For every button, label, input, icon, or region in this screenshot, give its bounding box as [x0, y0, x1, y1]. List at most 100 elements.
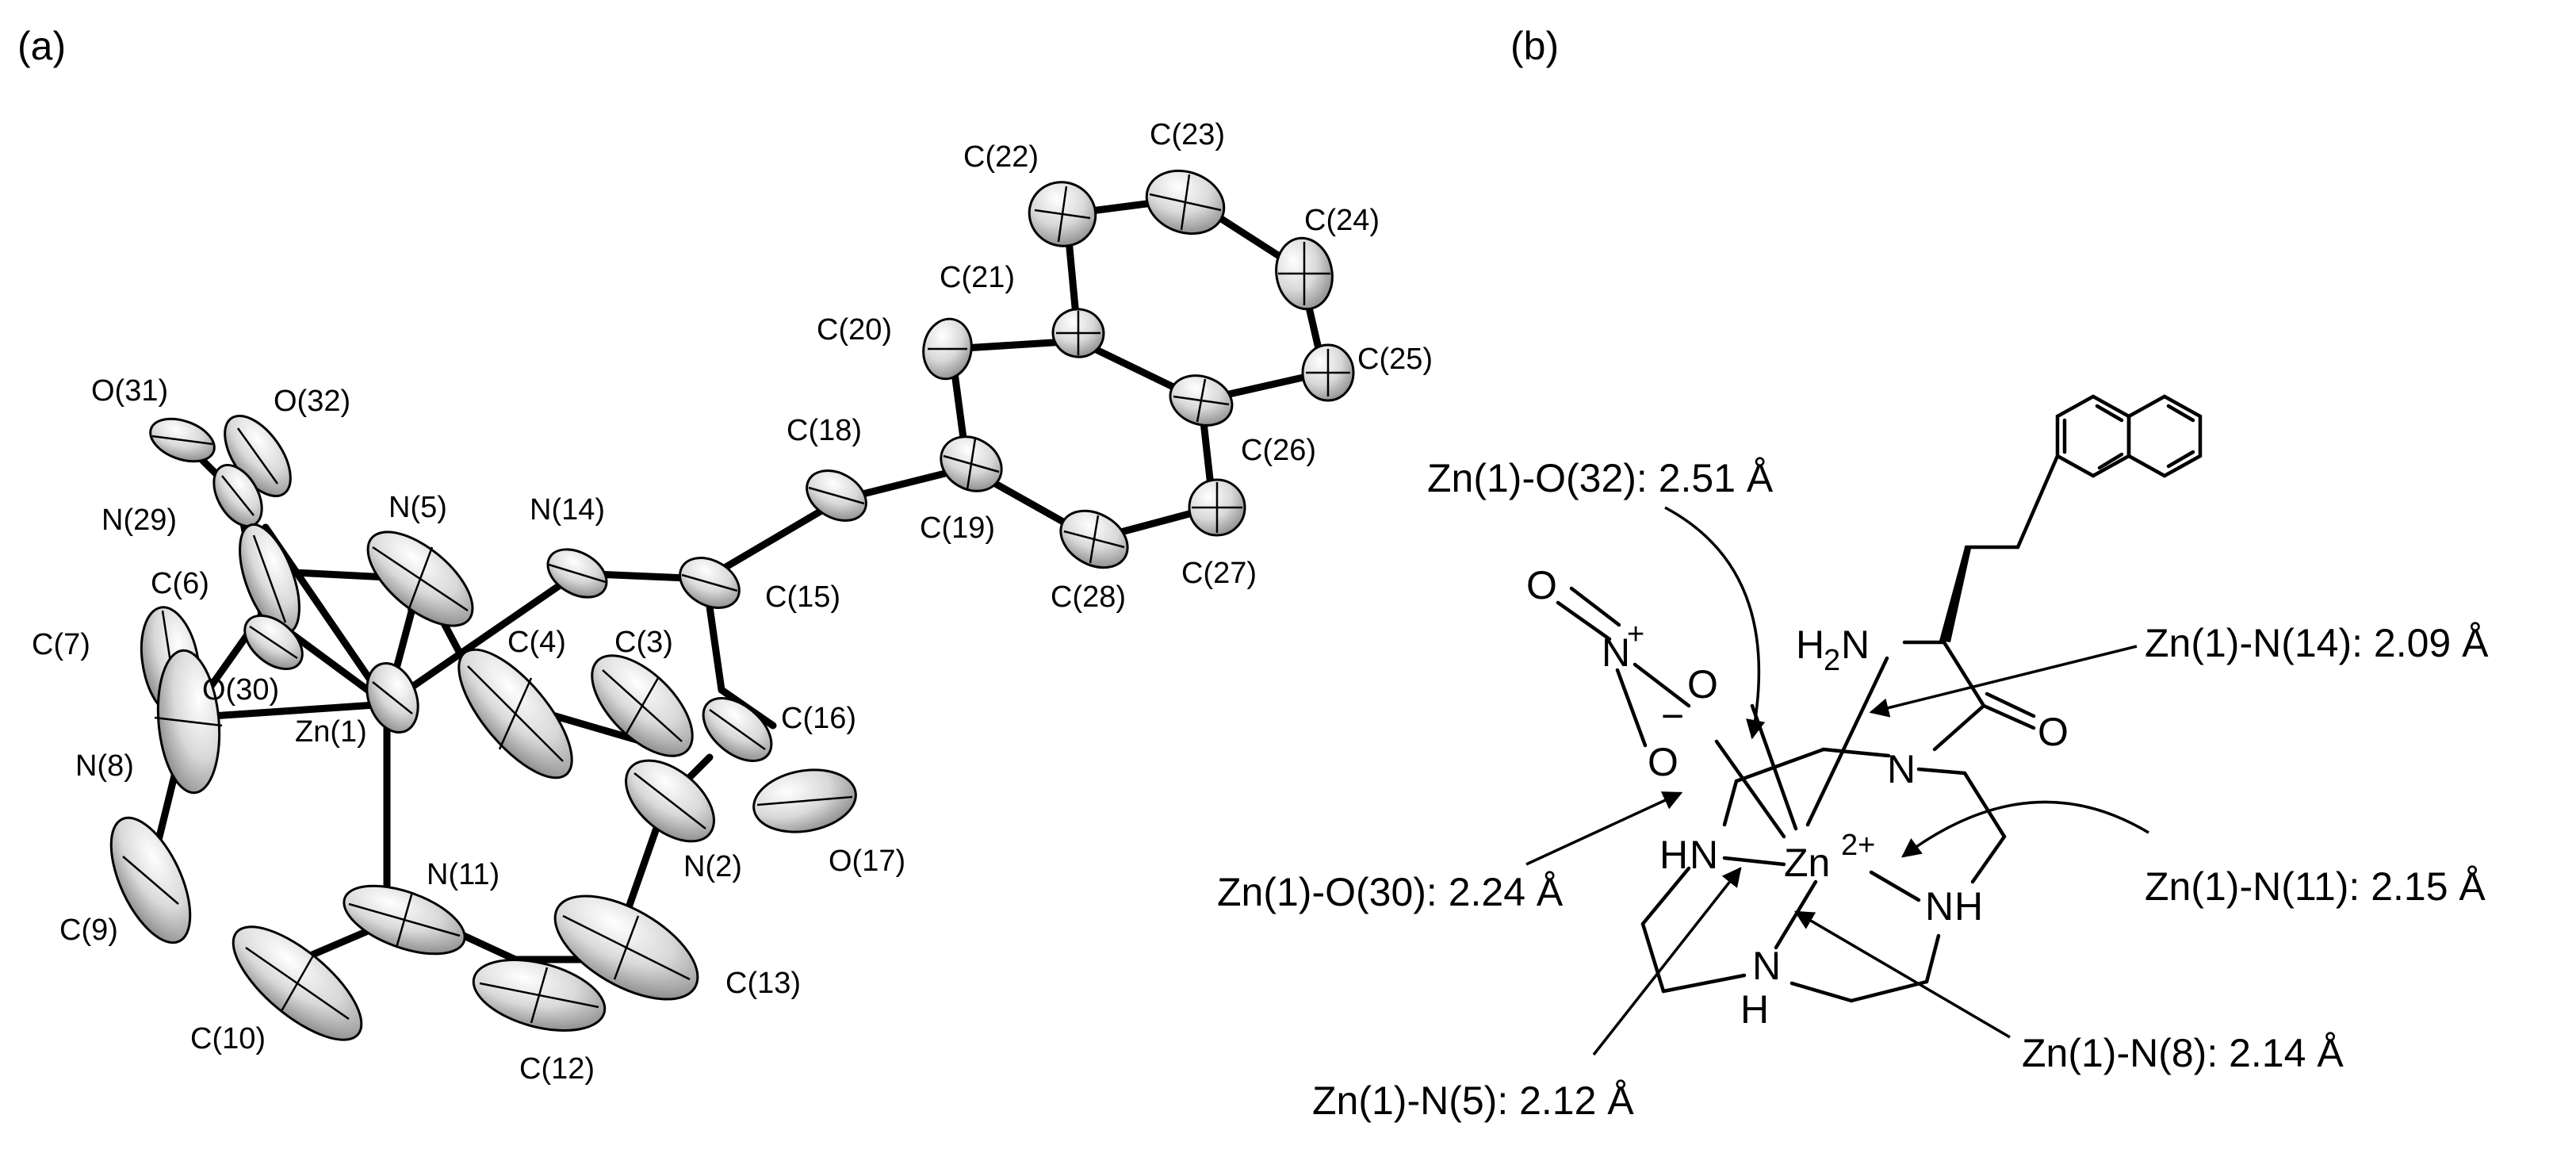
atom-label-C26: C(26)	[1241, 434, 1316, 467]
amine-h: H	[1796, 622, 1824, 667]
atom-label-C10: C(10)	[190, 1022, 266, 1055]
atom-label-C19: C(19)	[920, 511, 995, 545]
atom-label-C23: C(23)	[1150, 118, 1225, 151]
distance-label-n5: Zn(1)-N(5): 2.12 Å	[1312, 1078, 1634, 1123]
atom-label-C28: C(28)	[1051, 580, 1126, 614]
atom-C10-ellipsoid	[232, 925, 363, 1041]
atom-label-C6: C(6)	[151, 567, 209, 600]
atom-C25-ellipsoid	[1301, 343, 1355, 402]
atom-Zn1-ellipsoid	[366, 661, 419, 734]
nitrate-o-top: O	[1526, 563, 1557, 607]
amine-n: N	[1841, 622, 1870, 667]
atom-O31-ellipsoid	[149, 417, 216, 463]
atom-label-O32: O(32)	[274, 385, 350, 418]
atom-N2-ellipsoid	[625, 759, 715, 843]
atom-label-C9: C(9)	[59, 914, 118, 947]
atom-label-N8: N(8)	[75, 749, 134, 783]
zn-coordination-bonds	[1714, 656, 1921, 950]
atom-N14-ellipsoid	[546, 548, 608, 599]
atom-C28-ellipsoid	[1059, 509, 1129, 569]
structural-formula: O N + O − O H 2 N O N H N Zn 2+ N H N H	[1526, 394, 2203, 1032]
atom-label-O17: O(17)	[829, 845, 905, 878]
distance-label-n8: Zn(1)-N(8): 2.14 Å	[2022, 1031, 2344, 1075]
panel-label-b: (b)	[1510, 24, 1559, 68]
atom-C22-ellipsoid	[1028, 181, 1097, 247]
n-bottom: N	[1752, 944, 1781, 988]
hn-left-h: H	[1659, 833, 1688, 877]
atom-label-N14: N(14)	[530, 493, 605, 527]
panel-label-a: (a)	[17, 24, 66, 68]
macrocycle-bonds	[1640, 747, 2007, 1003]
nitrate-o-right: O	[1687, 662, 1718, 707]
distance-label-o30: Zn(1)-O(30): 2.24 Å	[1217, 870, 1564, 914]
atom-label-C13: C(13)	[725, 967, 801, 1000]
atom-label-O31: O(31)	[91, 374, 168, 408]
arrow-o30	[1525, 791, 1683, 866]
atom-label-C3: C(3)	[614, 626, 673, 659]
atom-label-C4: C(4)	[507, 626, 566, 659]
atom-label-C21: C(21)	[940, 261, 1015, 294]
amine-subscript: 2	[1824, 644, 1840, 677]
atom-C26-ellipsoid	[1169, 374, 1234, 427]
nitrate-o-charge: −	[1661, 694, 1684, 738]
atom-label-C7: C(7)	[32, 628, 90, 661]
atom-C24-ellipsoid	[1275, 236, 1334, 311]
nh-right-n: N	[1925, 884, 1954, 929]
atom-label-C15: C(15)	[765, 580, 840, 614]
nitrate-bonds	[1556, 586, 1691, 748]
atom-C15-ellipsoid	[679, 557, 741, 609]
atom-label-Zn1: Zn(1)	[295, 715, 367, 749]
atom-O17-ellipsoid	[752, 768, 857, 833]
atom-C19-ellipsoid	[940, 435, 1003, 492]
arrow-o32	[1664, 506, 1766, 740]
distance-label-n11: Zn(1)-N(11): 2.15 Å	[2145, 864, 2486, 909]
atom-C4-ellipsoid	[457, 648, 573, 780]
arrow-n14	[1869, 645, 2138, 718]
nitrate-o-left: O	[1648, 740, 1678, 784]
atom-N8-ellipsoid	[154, 649, 223, 795]
atom-N5-ellipsoid	[366, 531, 474, 627]
atom-C23-ellipsoid	[1145, 169, 1226, 236]
atom-C16-ellipsoid	[702, 696, 773, 763]
atom-label-C20: C(20)	[817, 313, 892, 347]
nh-right-h: H	[1954, 884, 1983, 929]
atom-label-C27: C(27)	[1181, 557, 1257, 590]
atom-C9-ellipsoid	[109, 816, 192, 944]
atom-label-N11: N(11)	[427, 858, 500, 891]
atom-label-C24: C(24)	[1304, 204, 1380, 237]
atom-O30-ellipsoid	[243, 614, 304, 671]
atom-C21-ellipsoid	[1051, 308, 1105, 358]
atom-C3-ellipsoid	[591, 654, 694, 757]
atom-label-C16: C(16)	[781, 702, 856, 735]
ortep-structure: O(31) O(32) N(29) N(5) N(14) C(6) C(7) O…	[32, 118, 1433, 1086]
distance-arrows	[1525, 506, 2149, 1056]
atom-label-N5: N(5)	[389, 491, 447, 524]
atom-label-C25: C(25)	[1357, 343, 1433, 376]
ortep-ellipsoids	[109, 169, 1355, 1041]
atom-C27-ellipsoid	[1188, 478, 1246, 537]
atom-label-N2: N(2)	[683, 850, 742, 883]
amide-n: N	[1887, 747, 1916, 791]
naphthalene-ring	[2055, 394, 2203, 478]
atom-label-C12: C(12)	[519, 1052, 595, 1086]
atom-label-C22: C(22)	[963, 140, 1039, 174]
atom-C20-ellipsoid	[922, 317, 973, 381]
carbonyl-o: O	[2038, 710, 2069, 754]
atom-label-O30: O(30)	[202, 673, 279, 707]
distance-label-n14: Zn(1)-N(14): 2.09 Å	[2145, 621, 2489, 665]
atom-C13-ellipsoid	[553, 894, 699, 1001]
formula-labels: O N + O − O H 2 N O N H N Zn 2+ N H N H	[1526, 563, 2069, 1032]
atom-N11-ellipsoid	[343, 884, 466, 956]
arrow-n11	[1901, 800, 2149, 858]
hn-left-n: N	[1690, 833, 1718, 877]
arrow-n5	[1592, 867, 1742, 1056]
n-bottom-h: H	[1740, 987, 1769, 1032]
zn-ion: Zn	[1784, 841, 1830, 885]
wedge-bond	[1939, 547, 1971, 642]
distance-labels: Zn(1)-O(32): 2.51 Å Zn(1)-N(14): 2.09 Å …	[1217, 456, 2489, 1123]
atom-C18-ellipsoid	[806, 469, 867, 522]
atom-label-C18: C(18)	[787, 414, 862, 447]
atom-C12-ellipsoid	[472, 959, 607, 1032]
nitrate-n: N	[1602, 630, 1630, 675]
